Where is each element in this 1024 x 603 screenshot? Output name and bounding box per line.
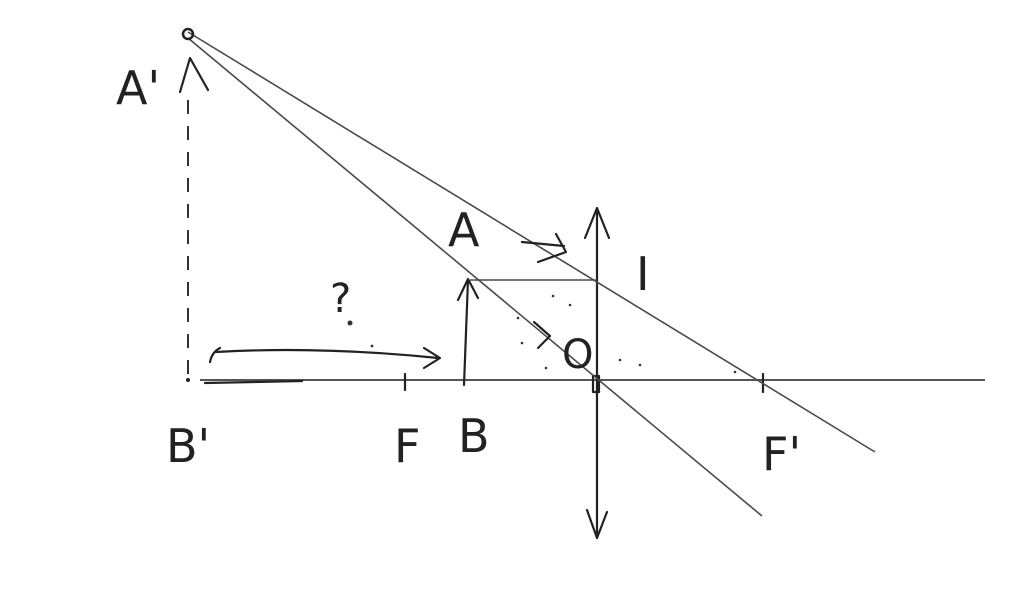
label-image-top: A' [116, 61, 160, 115]
distance-arrow [208, 346, 442, 370]
ray-through-optical-center [187, 37, 763, 517]
ray-direction-arrow-lower [532, 320, 552, 350]
label-lens-center: O [562, 332, 593, 378]
ray-direction-arrow-upper [520, 232, 568, 264]
label-object-top: A [448, 203, 480, 257]
lens-center-mark [591, 374, 601, 394]
object-arrow [456, 277, 480, 387]
label-focus-right: F' [762, 427, 801, 481]
image-foot-b-prime [186, 378, 190, 382]
label-unknown-distance: ? [330, 276, 351, 322]
virtual-image-arrowhead [178, 56, 210, 94]
principal-axis-left-stroke [203, 379, 304, 385]
label-ray-point: I [636, 247, 650, 301]
label-object-bottom: B [458, 409, 490, 463]
label-image-bottom: B' [166, 419, 210, 473]
pencil-dots [347, 294, 737, 374]
label-focus-left: F [394, 419, 420, 473]
converging-lens [583, 206, 611, 540]
image-point-a-prime [181, 27, 195, 41]
